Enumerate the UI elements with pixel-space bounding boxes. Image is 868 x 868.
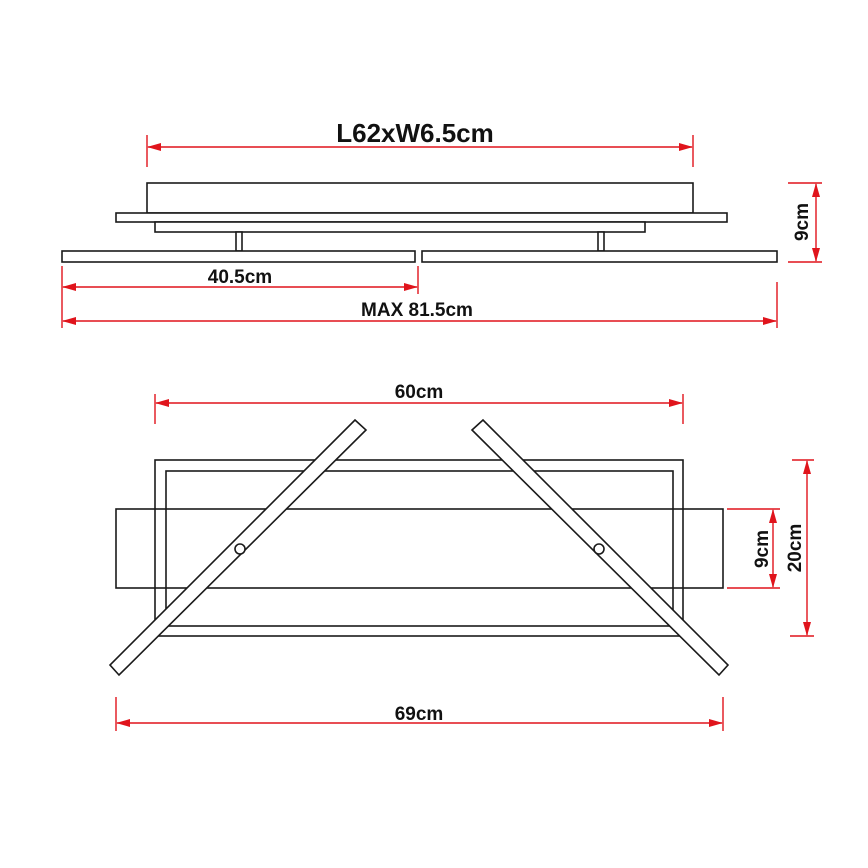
side-view: L62xW6.5cm 9cm 40.5cm MAX 81.5cm — [61, 118, 822, 328]
inner-frame — [165, 470, 674, 627]
total-width-dimension-line — [115, 697, 724, 731]
light-bar-left — [61, 250, 416, 263]
body-height-label: 9cm — [752, 530, 773, 568]
max-length-label: MAX 81.5cm — [361, 300, 473, 321]
light-body — [115, 508, 724, 589]
pivot-joint-left — [234, 543, 246, 555]
total-height-dimension-line — [790, 459, 814, 637]
height-label: 9cm — [792, 203, 813, 241]
lower-plate — [154, 221, 646, 233]
diagonal-bar-left — [108, 418, 368, 677]
light-bar-right — [421, 250, 778, 263]
length-label: L62xW6.5cm — [336, 118, 494, 148]
mounting-plate — [115, 212, 728, 223]
inner-width-dimension-line — [154, 394, 684, 424]
diagonal-bar-right — [470, 418, 730, 677]
inner-width-label: 60cm — [395, 382, 444, 403]
max-length-dimension-line — [62, 282, 778, 328]
outer-frame — [154, 459, 684, 637]
body-height-dimension-line — [727, 508, 780, 589]
support-post-left — [235, 231, 243, 252]
canopy-body — [146, 182, 694, 214]
bar-length-label: 40.5cm — [208, 267, 272, 288]
total-width-label: 69cm — [395, 704, 444, 725]
length-dimension-line — [146, 135, 694, 167]
total-height-label: 20cm — [785, 524, 806, 573]
pivot-joint-right — [593, 543, 605, 555]
top-view: 60cm 9cm 20cm — [108, 382, 814, 731]
height-dimension-line — [788, 182, 822, 263]
support-post-right — [597, 231, 605, 252]
